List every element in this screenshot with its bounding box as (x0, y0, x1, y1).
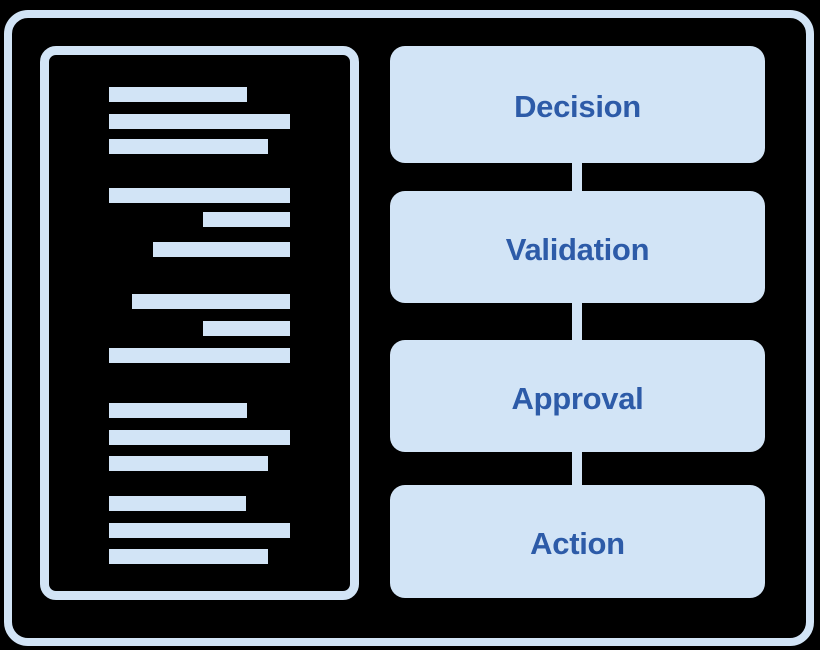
document-line (109, 456, 268, 471)
flow-node-label: Decision (514, 89, 641, 124)
flow-node-approval: Approval (390, 340, 765, 452)
flow-connector (572, 161, 582, 193)
document-line (109, 188, 290, 203)
flow-node-decision: Decision (390, 46, 765, 163)
document-line (203, 321, 290, 336)
outer-frame (4, 10, 814, 646)
flow-connector (572, 450, 582, 487)
flow-node-label: Action (530, 526, 625, 561)
document-line (109, 549, 268, 564)
flow-node-action: Action (390, 485, 765, 598)
document-line (203, 212, 290, 227)
document-panel (40, 46, 359, 600)
flow-node-validation: Validation (390, 191, 765, 303)
flow-node-label: Approval (511, 380, 644, 416)
document-line (109, 348, 290, 363)
flow-column: Decision Validation Approval Action (390, 0, 765, 650)
document-line (153, 242, 290, 257)
document-line (109, 403, 247, 418)
document-line (109, 496, 246, 511)
document-line (109, 523, 290, 538)
document-line (132, 294, 290, 309)
document-line (109, 114, 290, 129)
flow-connector (572, 301, 582, 342)
flow-node-label: Validation (505, 231, 650, 267)
document-line (109, 139, 268, 154)
document-line (109, 87, 247, 102)
document-line (109, 430, 290, 445)
